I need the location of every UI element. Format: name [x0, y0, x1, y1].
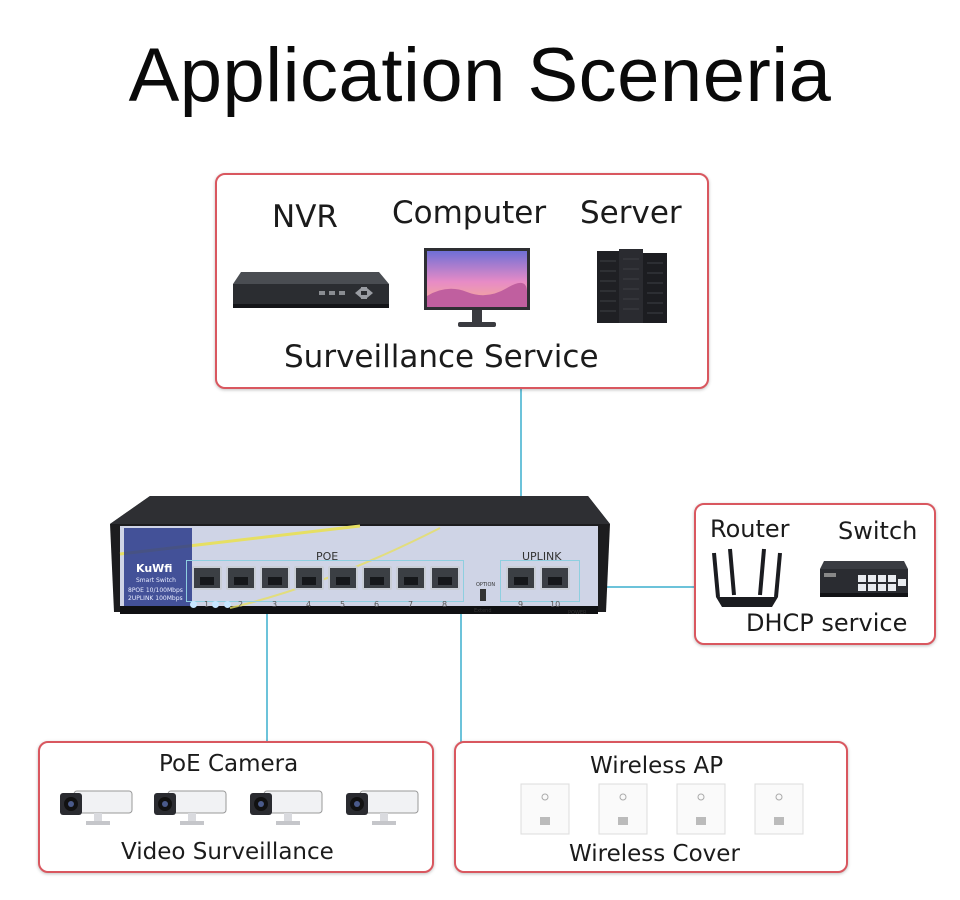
router-label: Router — [710, 515, 790, 543]
poe-port-3[interactable] — [260, 566, 290, 590]
port-number: 4 — [306, 600, 312, 609]
connector-surveillance — [520, 386, 522, 568]
switch-brand: KuWfi — [136, 562, 173, 575]
uplink-port-9[interactable] — [506, 566, 536, 590]
poe-camera-title: PoE Camera — [159, 751, 299, 777]
monitor-icon — [422, 246, 532, 330]
port-number: 8 — [442, 600, 448, 609]
poe-switch-device: KuWfi Smart Switch 8POE 10/100Mbps 2UPLI… — [110, 494, 610, 634]
port-number: 9 — [518, 600, 524, 609]
port-number: 5 — [340, 600, 346, 609]
switch-line2: 8POE 10/100Mbps — [128, 587, 183, 594]
nvr-label: NVR — [272, 199, 338, 235]
poe-camera-box: PoE Camera — [38, 741, 434, 873]
status-led — [212, 601, 219, 608]
wall-access-point-icon — [520, 783, 570, 835]
poe-port-4[interactable] — [294, 566, 324, 590]
surveillance-service-box: NVR Computer Server — [215, 173, 709, 389]
port-number: 3 — [272, 600, 278, 609]
wall-access-point-icon — [754, 783, 804, 835]
server-rack-icon — [595, 247, 669, 325]
poe-port-1[interactable] — [192, 566, 222, 590]
bullet-camera-icon — [148, 787, 230, 829]
port-number: 2 — [238, 600, 244, 609]
computer-label: Computer — [392, 195, 547, 231]
port-number: 6 — [374, 600, 380, 609]
wireless-ap-box: Wireless AP Wireless Cover — [454, 741, 848, 873]
wireless-ap-title: Wireless AP — [590, 753, 724, 779]
switch-line1: Smart Switch — [136, 577, 176, 584]
dhcp-service-box: Router Switch DHCP service — [694, 503, 936, 645]
extend-label: Extend — [474, 608, 492, 614]
nvr-icon — [231, 268, 391, 310]
connector-dhcp — [577, 586, 695, 588]
poe-port-2[interactable] — [226, 566, 256, 590]
poe-port-8[interactable] — [430, 566, 460, 590]
wireless-cover-caption: Wireless Cover — [569, 841, 740, 867]
bullet-camera-icon — [340, 787, 422, 829]
connector-camera — [266, 604, 268, 742]
connector-ap — [460, 604, 462, 742]
port-number: 7 — [408, 600, 414, 609]
status-led — [190, 601, 197, 608]
uplink-label: UPLINK — [522, 550, 562, 563]
option-toggle[interactable] — [480, 589, 486, 601]
wall-access-point-icon — [598, 783, 648, 835]
switch-line3: 2UPLINK 100Mbps — [128, 595, 183, 602]
server-label: Server — [580, 195, 682, 231]
switch-icon — [818, 559, 910, 599]
poe-port-5[interactable] — [328, 566, 358, 590]
option-label: OPTION — [476, 582, 496, 588]
switch-label: Switch — [838, 517, 918, 545]
surveillance-caption: Surveillance Service — [284, 339, 599, 375]
status-led — [224, 601, 231, 608]
video-surveillance-caption: Video Surveillance — [121, 839, 334, 865]
uplink-port-10[interactable] — [540, 566, 570, 590]
poe-port-6[interactable] — [362, 566, 392, 590]
poe-ports-frame — [186, 560, 464, 602]
router-icon — [712, 547, 782, 611]
port-number: 10 — [550, 600, 561, 609]
dhcp-caption: DHCP service — [746, 609, 908, 637]
power-label: POWER — [568, 610, 587, 616]
wall-access-point-icon — [676, 783, 726, 835]
poe-port-7[interactable] — [396, 566, 426, 590]
uplink-ports-frame — [500, 560, 580, 602]
bullet-camera-icon — [244, 787, 326, 829]
poe-label: POE — [316, 550, 339, 563]
bullet-camera-icon — [54, 787, 136, 829]
page-title: Application Sceneria — [128, 33, 832, 118]
port-number: 1 — [204, 600, 210, 609]
